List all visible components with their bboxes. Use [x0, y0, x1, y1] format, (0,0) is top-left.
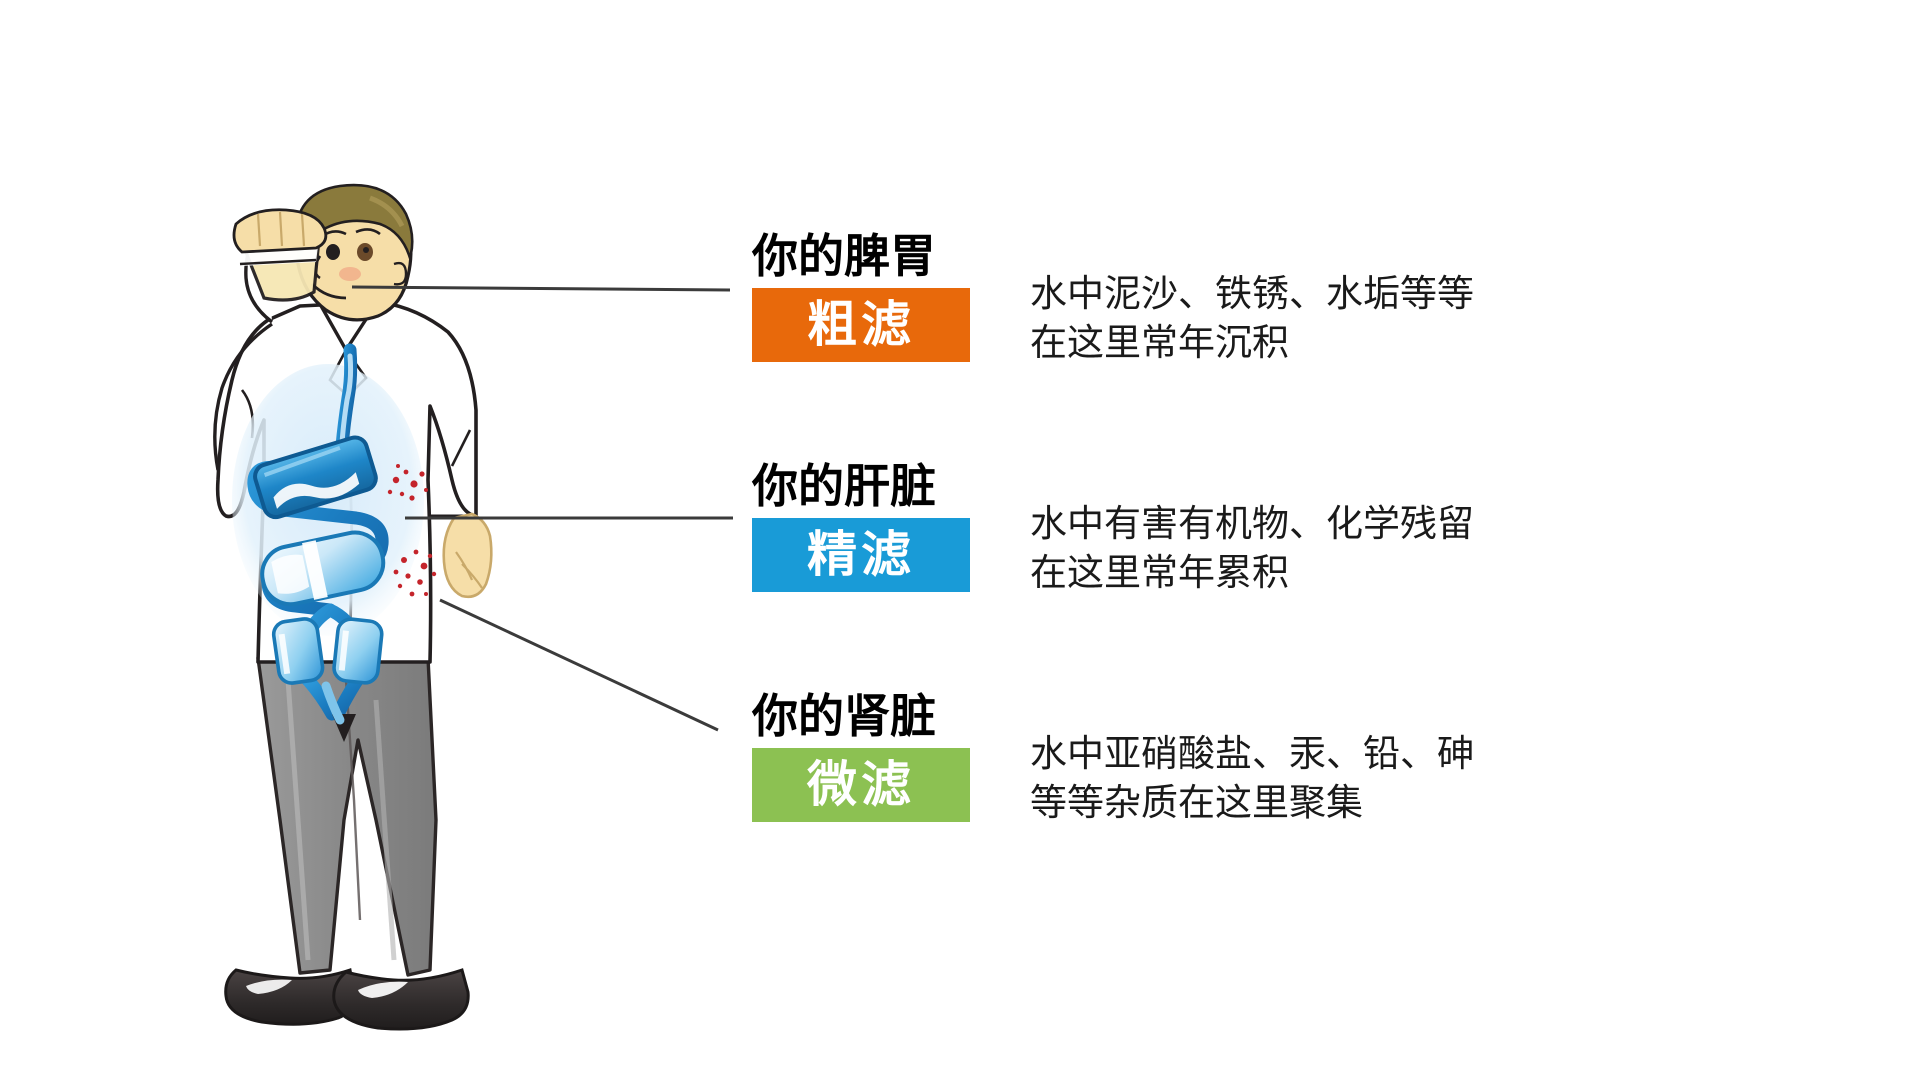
heading-liver: 你的肝脏 — [752, 459, 936, 513]
heading-stomach: 你的脾胃 — [752, 229, 936, 283]
heading-kidney: 你的肾脏 — [752, 689, 936, 743]
impurity-specks-upper — [387, 464, 428, 501]
description-stomach-line-2: 在这里常年沉积 — [1030, 320, 1289, 364]
section-stomach: 你的脾胃 粗滤 水中泥沙、铁锈、水垢等等 在这里常年沉积 — [752, 229, 1872, 462]
right-hand-group — [442, 512, 493, 599]
description-kidney-line-2: 等等杂质在这里聚集 — [1030, 780, 1363, 824]
badge-coarse-filter: 粗滤 — [752, 287, 970, 362]
section-kidney-left: 你的肾脏 微滤 — [752, 689, 1002, 822]
description-kidney-line-1: 水中亚硝酸盐、汞、铅、砷 — [1030, 732, 1474, 775]
filter-stages-panel: 你的脾胃 粗滤 水中泥沙、铁锈、水垢等等 在这里常年沉积 你的肝脏 精滤 水中有… — [752, 229, 1872, 922]
badge-fine-filter-label: 精滤 — [806, 526, 916, 584]
shoes-group — [224, 968, 470, 1031]
description-stomach: 水中泥沙、铁锈、水垢等等 在这里常年沉积 — [1030, 270, 1530, 368]
description-liver-line-2: 在这里常年累积 — [1030, 550, 1289, 594]
badge-micro-filter: 微滤 — [752, 747, 970, 822]
description-stomach-line-1: 水中泥沙、铁锈、水垢等等 — [1030, 272, 1474, 315]
impurity-specks-lower — [393, 549, 437, 597]
drinking-man-illustration — [180, 180, 600, 1060]
filter-cartridge-micro-right — [332, 617, 384, 685]
trousers-group — [256, 656, 438, 977]
filter-cartridge-coarse — [253, 435, 378, 520]
section-liver-left: 你的肝脏 精滤 — [752, 459, 1002, 592]
badge-micro-filter-label: 微滤 — [806, 756, 916, 814]
filter-cartridge-fine — [260, 530, 386, 607]
description-liver-line-1: 水中有害有机物、化学残留 — [1030, 502, 1474, 545]
section-kidney: 你的肾脏 微滤 水中亚硝酸盐、汞、铅、砷 等等杂质在这里聚集 — [752, 689, 1872, 922]
filter-cartridge-micro-left — [271, 617, 325, 685]
section-liver: 你的肝脏 精滤 水中有害有机物、化学残留 在这里常年累积 — [752, 459, 1872, 692]
badge-fine-filter: 精滤 — [752, 517, 970, 592]
description-kidney: 水中亚硝酸盐、汞、铅、砷 等等杂质在这里聚集 — [1030, 730, 1530, 828]
section-stomach-left: 你的脾胃 粗滤 — [752, 229, 1002, 362]
glass-hand-group — [232, 208, 328, 254]
outflow-arrow — [321, 681, 356, 742]
badge-coarse-filter-label: 粗滤 — [806, 296, 916, 354]
description-liver: 水中有害有机物、化学残留 在这里常年累积 — [1030, 500, 1530, 598]
